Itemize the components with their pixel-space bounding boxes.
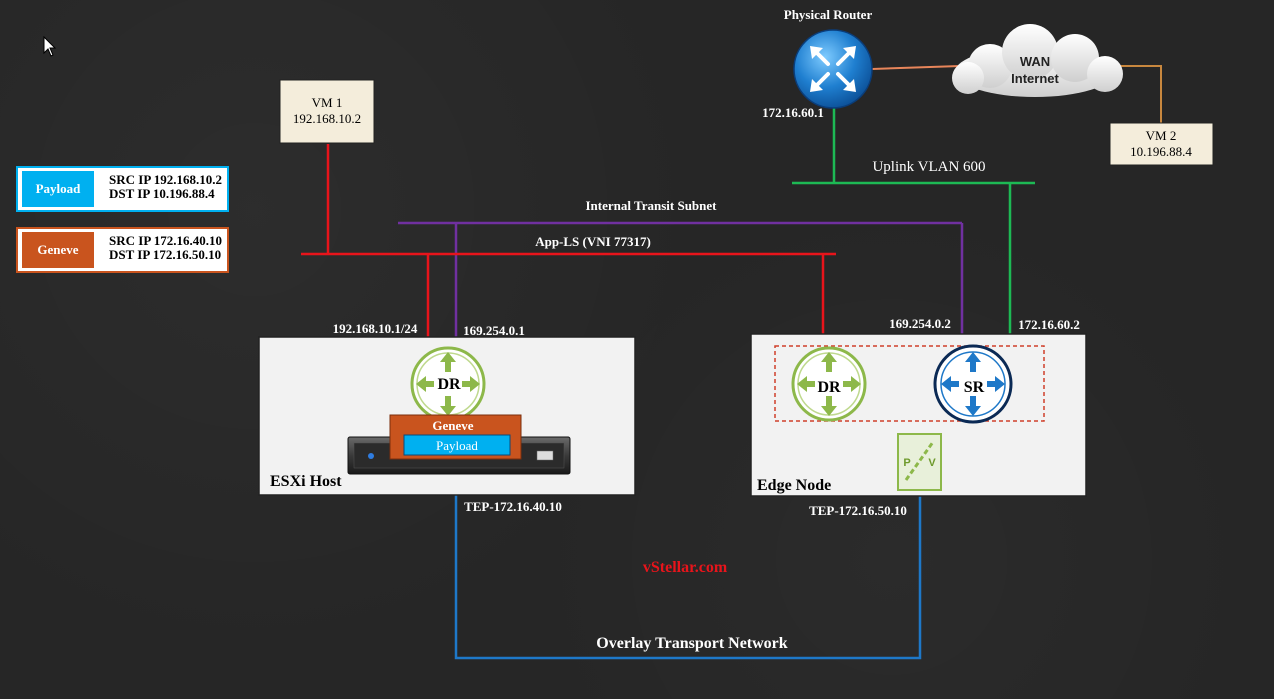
legend-payload-dst: DST IP 10.196.88.4 — [109, 186, 215, 201]
legend-payload-src: SRC IP 192.168.10.2 — [109, 172, 222, 187]
pv-switch-icon — [897, 433, 942, 491]
edge-dr-router-icon — [791, 346, 867, 422]
edge-transit-ip: 169.254.0.2 — [889, 316, 951, 331]
vm1-name: VM 1 — [312, 95, 343, 110]
edge-sr-label: SR — [964, 379, 985, 396]
wan-vm2-link — [1118, 65, 1162, 123]
vm2-name: VM 2 — [1146, 128, 1177, 143]
payload-packet-box — [403, 434, 511, 456]
overlay-network-label: Overlay Transport Network — [596, 635, 787, 652]
legend-payload-tag: Payload — [36, 181, 82, 196]
payload-packet-label: Payload — [436, 438, 478, 453]
edge-sr-router-icon — [933, 344, 1013, 424]
overlay-transport-line — [454, 470, 922, 660]
legend-geneve-dst: DST IP 172.16.50.10 — [109, 247, 221, 262]
legend-payload: Payload SRC IP 192.168.10.2 DST IP 10.19… — [16, 166, 229, 212]
esxi-tep-label: TEP-172.16.40.10 — [464, 499, 562, 514]
wan-label: WAN — [1020, 54, 1050, 69]
pv-p-label: P — [903, 457, 910, 469]
edge-node-name: Edge Node — [757, 477, 831, 494]
edge-dr-label: DR — [817, 379, 841, 396]
watermark-label: vStellar.com — [643, 559, 728, 576]
pv-v-label: V — [928, 457, 936, 469]
vm2-box — [1109, 122, 1214, 166]
esxi-app-ip: 192.168.10.1/24 — [333, 321, 418, 336]
wan-cloud-icon — [952, 24, 1123, 97]
internet-label: Internet — [1011, 71, 1059, 86]
esxi-transit-ip: 169.254.0.1 — [463, 323, 525, 338]
esxi-dr-label: DR — [437, 376, 461, 393]
legend-geneve-src: SRC IP 172.16.40.10 — [109, 233, 222, 248]
router-ip: 172.16.60.1 — [762, 105, 824, 120]
vm1-box — [279, 79, 375, 144]
vm2-ip: 10.196.88.4 — [1130, 144, 1192, 159]
mouse-cursor-icon — [43, 35, 57, 57]
geneve-packet-label: Geneve — [432, 418, 473, 433]
edge-tep-label: TEP-172.16.50.10 — [809, 503, 907, 518]
vm1-ip: 192.168.10.2 — [293, 111, 361, 126]
router-icon — [793, 29, 873, 109]
esxi-dr-router-icon — [410, 346, 486, 422]
appls-label: App-LS (VNI 77317) — [535, 234, 651, 249]
router-wan-link — [871, 65, 961, 70]
router-title: Physical Router — [784, 7, 873, 22]
edge-uplink-ip: 172.16.60.2 — [1018, 317, 1080, 332]
legend-geneve: Geneve SRC IP 172.16.40.10 DST IP 172.16… — [16, 227, 229, 273]
edge-router-group — [774, 345, 1045, 422]
legend-geneve-tag: Geneve — [37, 242, 78, 257]
esxi-host-name: ESXi Host — [270, 473, 342, 490]
transit-subnet-label: Internal Transit Subnet — [586, 198, 718, 213]
uplink-vlan-label: Uplink VLAN 600 — [872, 159, 985, 175]
